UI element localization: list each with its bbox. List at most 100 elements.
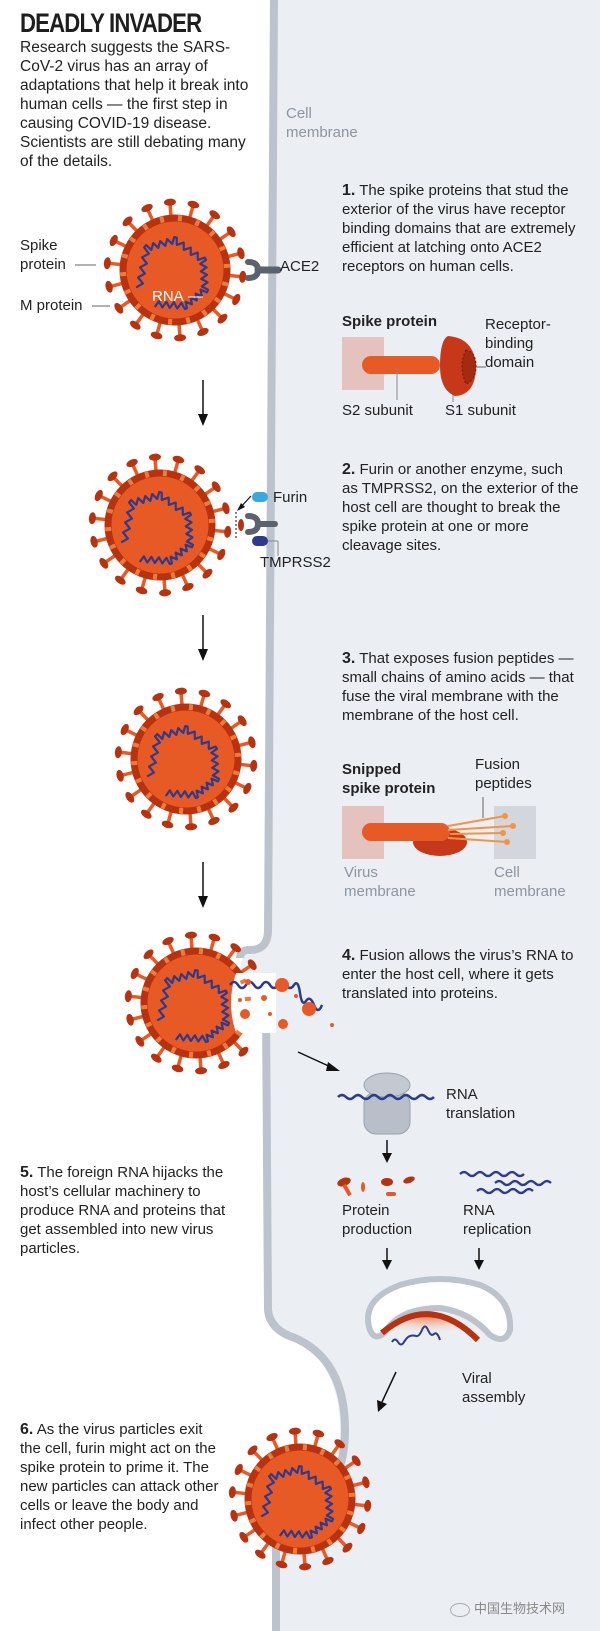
- m-protein: [152, 573, 158, 580]
- step-text: That exposes fusion peptides — small cha…: [342, 650, 574, 724]
- m-protein: [221, 281, 229, 287]
- step-2: 2. Furin or another enzyme, such as TMPR…: [342, 460, 582, 555]
- spike-protein-title: Spike protein: [342, 313, 438, 330]
- cell-interior: [240, 0, 600, 1631]
- m-protein: [106, 508, 114, 514]
- m-protein: [212, 798, 219, 806]
- spike-cap: [364, 1499, 372, 1512]
- spike-cap: [234, 1463, 243, 1476]
- m-protein: [188, 1051, 194, 1058]
- label-line: peptides: [475, 775, 532, 792]
- m-protein: [144, 471, 150, 479]
- m-protein: [145, 1021, 153, 1028]
- m-protein-label: M protein: [20, 297, 83, 314]
- spike-cap: [182, 582, 194, 592]
- spike-cap: [230, 943, 241, 953]
- label-line: Protein: [342, 1202, 390, 1219]
- step-text: Furin or another enzyme, such as TMPRSS2…: [342, 461, 579, 554]
- m-protein: [155, 1035, 163, 1043]
- spike-cap: [334, 1439, 345, 1449]
- spike-cap: [122, 216, 133, 227]
- m-protein: [338, 1525, 346, 1533]
- spike-cap: [126, 458, 138, 468]
- spike-cap: [222, 502, 230, 515]
- rna-label: RNA: [152, 288, 184, 305]
- step-text: As the virus particles exit the cell, fu…: [20, 1421, 219, 1533]
- m-protein: [150, 969, 158, 977]
- m-protein: [208, 518, 215, 524]
- spike-cap: [198, 689, 211, 698]
- label-line: production: [342, 1221, 413, 1238]
- receptor-binding-domain-label: Receptor- binding domain: [485, 315, 551, 372]
- spike-cap: [208, 816, 220, 826]
- rna-strand: [146, 725, 221, 800]
- spike-cap: [90, 535, 98, 548]
- spike-cap: [362, 1476, 370, 1489]
- label-line: Fusion: [475, 756, 521, 773]
- m-protein: [159, 216, 165, 224]
- label-line: Cell: [494, 864, 520, 881]
- label-line: RNA: [446, 1086, 478, 1103]
- spike-cap: [133, 705, 144, 716]
- spike-cap: [103, 257, 111, 270]
- spike-cap: [152, 692, 164, 702]
- m-protein: [319, 1448, 326, 1456]
- m-protein: [186, 564, 193, 572]
- watermark: 中国生物技术网: [450, 1598, 565, 1617]
- m-protein: [109, 543, 117, 550]
- spike-cap: [130, 967, 139, 980]
- m-protein: [194, 219, 201, 227]
- m-protein: [208, 230, 216, 238]
- s2-subunit-label: S2 subunit: [342, 402, 413, 419]
- m-protein: [142, 986, 150, 992]
- spike-protein-label: Spike protein: [20, 236, 66, 274]
- m-protein: [302, 1444, 308, 1451]
- cell-membrane-label-2: Cell membrane: [494, 863, 566, 901]
- spike-cap: [105, 280, 113, 293]
- m-protein: [134, 302, 142, 310]
- spike-cap: [150, 331, 163, 340]
- m-protein: [177, 215, 183, 222]
- m-protein: [140, 725, 148, 733]
- m-protein: [149, 313, 156, 321]
- spike-cap: [238, 1046, 249, 1057]
- rna-strand: [260, 1465, 335, 1540]
- watermark-text: 中国生物技术网: [474, 1601, 566, 1616]
- spike-cap: [114, 746, 122, 759]
- viral-assembly-vesicle: [365, 1276, 514, 1346]
- protein-fragments-icon: [337, 1176, 415, 1197]
- page-title: DEADLY INVADER: [20, 8, 202, 38]
- step-text: The foreign RNA hijacks the host’s cellu…: [20, 1164, 226, 1257]
- spike-cap: [161, 820, 174, 829]
- m-protein: [145, 791, 153, 799]
- m-protein: [246, 1482, 254, 1488]
- spike-cap: [220, 699, 231, 709]
- spike-cap: [109, 234, 118, 247]
- spike-cap: [218, 1060, 230, 1070]
- spike-cap: [135, 586, 148, 595]
- m-protein: [249, 1517, 257, 1524]
- step-4: 4. Fusion allows the virus’s RNA to ente…: [342, 946, 587, 1003]
- virus-1: [103, 198, 247, 342]
- m-protein: [193, 485, 201, 493]
- furin-label: Furin: [273, 489, 308, 506]
- spike-cap: [195, 1067, 208, 1075]
- spike-protein-detail: [342, 336, 486, 402]
- label-line: RNA: [463, 1202, 495, 1219]
- spike-cap: [266, 1432, 278, 1442]
- m-protein: [142, 223, 149, 231]
- released-particles: [238, 978, 334, 1029]
- arrow-down-icon: [198, 862, 208, 908]
- spike-cap: [148, 453, 161, 461]
- m-protein: [153, 712, 160, 720]
- spike-cap: [247, 959, 257, 971]
- m-protein: [180, 949, 186, 957]
- label-line: membrane: [286, 124, 358, 141]
- spike-cap: [141, 203, 153, 213]
- spike-cap: [217, 548, 226, 561]
- label-line: spike protein: [342, 780, 436, 797]
- label-line: assembly: [462, 1389, 526, 1406]
- m-protein: [170, 705, 176, 713]
- m-protein: [259, 1531, 267, 1539]
- spike-cap: [107, 471, 118, 482]
